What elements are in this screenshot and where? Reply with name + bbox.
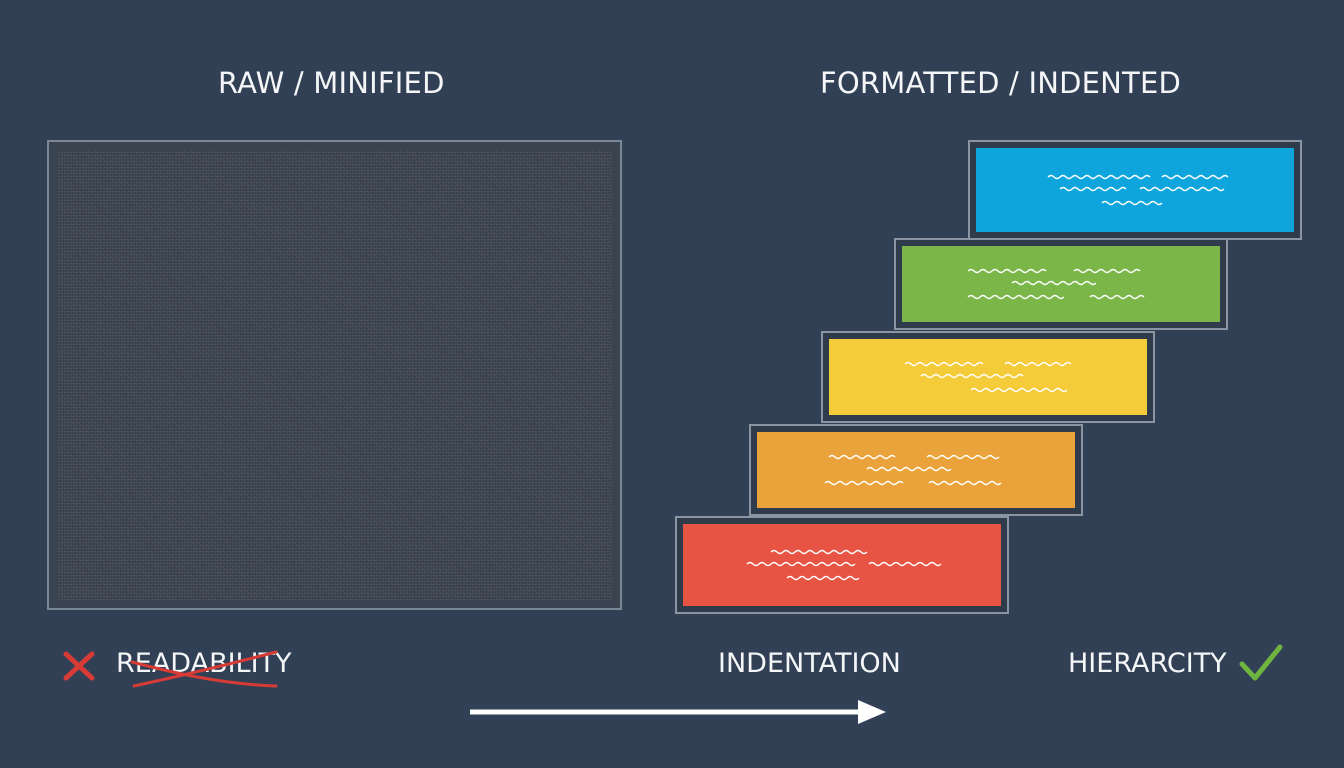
squiggle-line	[1047, 174, 1151, 180]
raw-minified-block	[47, 140, 622, 610]
raw-noise-texture	[57, 150, 612, 600]
indent-level-2-fill	[902, 246, 1220, 322]
squiggle-line	[904, 361, 984, 367]
placeholder-text-lines	[824, 454, 1002, 486]
squiggle-line	[770, 549, 868, 555]
indent-level-1-fill	[976, 148, 1294, 232]
squiggle-line	[746, 561, 856, 567]
placeholder-text-lines	[904, 361, 1072, 393]
squiggle-line	[970, 387, 1068, 393]
squiggle-line	[868, 561, 942, 567]
squiggle-line	[1161, 174, 1229, 180]
squiggle-line	[824, 480, 904, 486]
indent-level-5-fill	[683, 524, 1001, 606]
x-icon	[63, 651, 95, 681]
squiggle-line	[1011, 280, 1097, 286]
squiggle-line	[926, 454, 1000, 460]
indentation-label: INDENTATION	[718, 648, 901, 679]
squiggle-line	[967, 294, 1065, 300]
squiggle-line	[967, 268, 1047, 274]
indent-level-3-fill	[829, 339, 1147, 415]
indent-level-4	[749, 424, 1083, 516]
arrow-right-icon	[470, 700, 886, 724]
squiggle-line	[1089, 294, 1145, 300]
squiggle-line	[928, 480, 1002, 486]
squiggle-line	[1073, 268, 1141, 274]
squiggle-line	[866, 466, 952, 472]
indent-level-2	[894, 238, 1228, 330]
indent-level-4-fill	[757, 432, 1075, 508]
squiggle-line	[828, 454, 896, 460]
squiggle-line	[1004, 361, 1072, 367]
placeholder-text-lines	[1047, 174, 1229, 206]
placeholder-text-lines	[746, 549, 942, 581]
check-icon	[1239, 644, 1283, 681]
indent-level-3	[821, 331, 1155, 423]
hierarchy-label: HIERARCITY	[1068, 648, 1227, 679]
raw-minified-heading: RAW / MINIFIED	[218, 66, 445, 100]
squiggle-line	[1139, 186, 1225, 192]
strikethrough-icon	[130, 650, 278, 688]
readability-label: READABILITY	[116, 648, 292, 679]
indent-level-1	[968, 140, 1302, 240]
squiggle-line	[920, 373, 1024, 379]
placeholder-text-lines	[967, 268, 1145, 300]
indent-level-5	[675, 516, 1009, 614]
squiggle-line	[786, 575, 860, 581]
squiggle-line	[1101, 200, 1163, 206]
squiggle-line	[1059, 186, 1127, 192]
formatted-indented-heading: FORMATTED / INDENTED	[820, 66, 1182, 100]
